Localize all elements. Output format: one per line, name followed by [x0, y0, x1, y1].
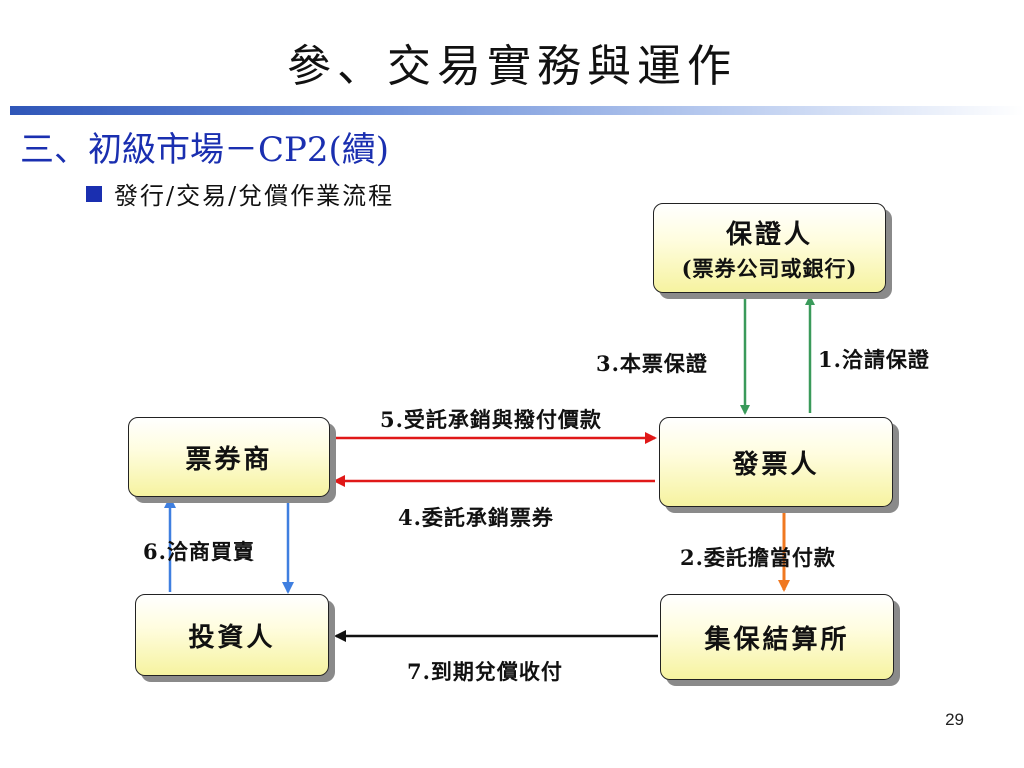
node-clearing-house: 集保結算所	[660, 594, 894, 680]
edge-label-3: 3.本票保證	[596, 351, 708, 376]
section-subtitle: 三、初級市場－CP2(續)	[20, 130, 390, 170]
edge-label-1: 1.洽請保證	[818, 347, 930, 372]
node-dealer: 票券商	[128, 417, 330, 497]
title-underline	[10, 106, 1024, 115]
edge-label-4: 4.委託承銷票券	[398, 505, 554, 530]
edge-label-2: 2.委託擔當付款	[680, 545, 836, 570]
bullet-text: 發行/交易/兌償作業流程	[114, 182, 395, 210]
node-clearing-house-label: 集保結算所	[704, 624, 850, 655]
node-issuer-label: 發票人	[732, 449, 820, 480]
node-issuer: 發票人	[659, 417, 893, 507]
slide-title: 參、交易實務與運作	[287, 41, 737, 92]
page-number: 29	[945, 710, 964, 729]
node-investor-label: 投資人	[188, 622, 276, 653]
node-guarantor: 保證人 (票券公司或銀行)	[653, 203, 886, 293]
square-bullet-icon	[86, 185, 102, 202]
node-dealer-label: 票券商	[185, 444, 273, 475]
node-guarantor-label: 保證人	[725, 219, 813, 250]
bullet-item: 發行/交易/兌償作業流程	[86, 176, 394, 211]
node-guarantor-sublabel: (票券公司或銀行)	[681, 255, 858, 281]
edge-label-5: 5.受託承銷與撥付價款	[380, 407, 602, 432]
node-investor: 投資人	[135, 594, 329, 676]
edge-label-7: 7.到期兌償收付	[407, 659, 563, 684]
edge-label-6: 6.洽商買賣	[143, 539, 255, 564]
